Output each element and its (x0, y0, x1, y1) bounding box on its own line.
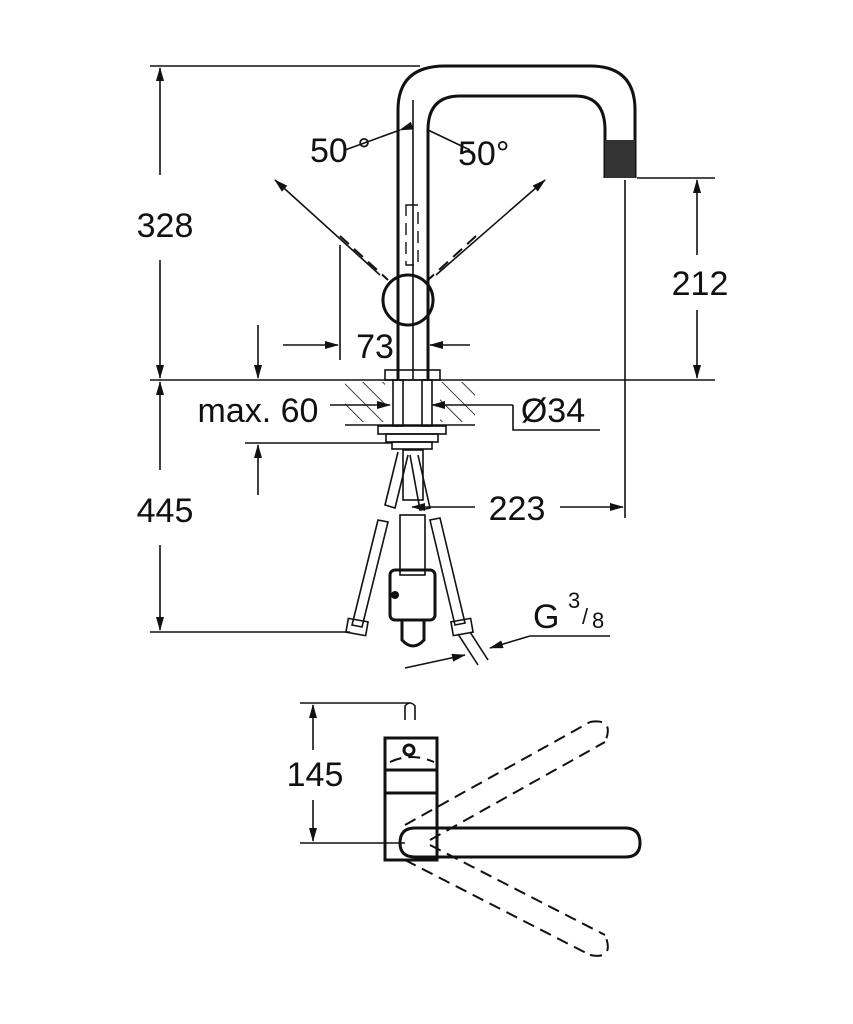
spout (396, 64, 637, 380)
dimension-73: 73 (283, 245, 470, 366)
dim-145-label: 145 (287, 756, 344, 794)
dimension-thread-g38: G 3 / 8 (404, 588, 610, 669)
thread-numerator: 3 (568, 588, 580, 613)
top-view: 145 (287, 702, 642, 957)
angle-right-label: 50° (458, 135, 509, 173)
dimension-223: 223 (411, 180, 626, 528)
dim-212-label: 212 (672, 265, 729, 303)
thread-slash: / (582, 604, 589, 629)
lever-angle-lines: 50 ° 50° (274, 121, 546, 281)
handle-knob (381, 273, 435, 327)
supply-hoses (345, 449, 489, 666)
dimension-212: 212 (637, 177, 729, 379)
dim-max-60-label: max. 60 (198, 392, 319, 430)
dim-diameter-label: Ø34 (521, 392, 585, 430)
thread-g-label: G (533, 598, 559, 636)
dimension-328: 328 (137, 65, 420, 379)
dimension-max-60: max. 60 (198, 325, 392, 495)
dim-445-label: 445 (137, 492, 194, 530)
dim-328-label: 328 (137, 207, 194, 245)
thread-denominator: 8 (592, 608, 604, 633)
countertop-section (345, 369, 475, 450)
dim-223-label: 223 (489, 490, 546, 528)
dimension-445: 445 (137, 381, 350, 633)
dim-73-label: 73 (356, 328, 394, 366)
angle-left-label: 50 ° (310, 132, 371, 170)
dimension-diameter-34: Ø34 (431, 392, 600, 431)
